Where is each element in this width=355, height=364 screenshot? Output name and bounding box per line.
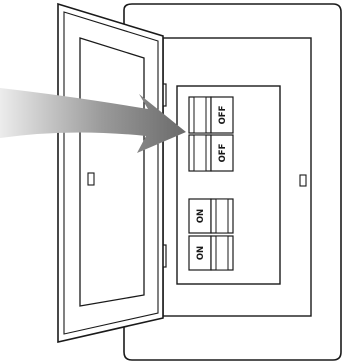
panel-door[interactable] (57, 2, 164, 344)
breaker-bottom-2[interactable]: ON (188, 235, 234, 271)
breaker-top-1-label: OFF (218, 105, 228, 124)
panel-latch-slot (299, 174, 307, 187)
pointer-arrow (0, 88, 186, 153)
breaker-top-2-label: OFF (218, 143, 228, 162)
breaker-bottom-1[interactable]: ON (188, 198, 234, 234)
breaker-top-1[interactable]: OFF (188, 96, 234, 134)
breaker-area: OFF OFF ON ON (176, 85, 281, 285)
breaker-bottom-1-label: ON (196, 209, 206, 223)
door-latch-slot (87, 172, 95, 186)
breaker-bottom-2-label: ON (196, 246, 206, 260)
breaker-top-2[interactable]: OFF (188, 134, 234, 172)
